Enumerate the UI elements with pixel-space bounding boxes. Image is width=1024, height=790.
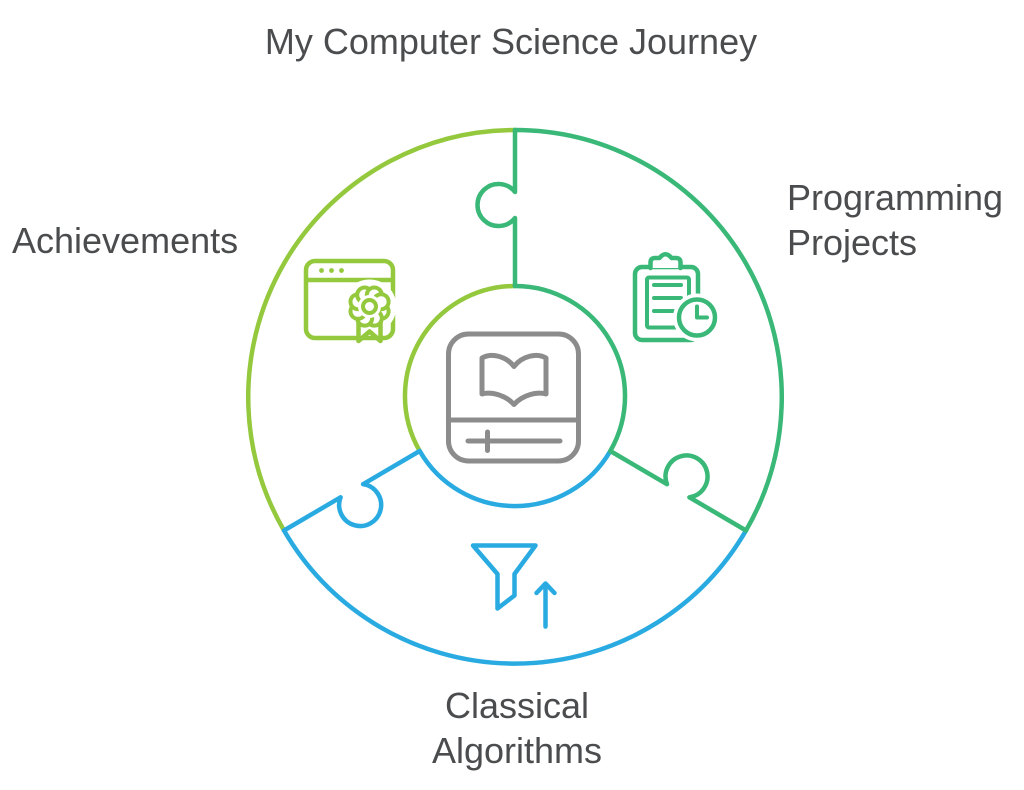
achievements-outer-arc xyxy=(246,127,518,533)
svg-text:Classical: Classical xyxy=(445,685,589,726)
funnel-up-arrow-icon xyxy=(470,543,557,629)
achievements-inner-arc xyxy=(402,283,518,454)
achievements-label: Achievements xyxy=(12,220,238,261)
algorithms-outer-arc xyxy=(281,528,749,666)
browser-dot-1 xyxy=(319,268,324,273)
puzzle-connector-right xyxy=(608,448,749,533)
svg-text:Programming: Programming xyxy=(787,177,1003,218)
clock-face xyxy=(676,297,718,338)
svg-text:Algorithms: Algorithms xyxy=(432,730,602,771)
rosette-center-ring xyxy=(361,298,378,315)
page-title: My Computer Science Journey xyxy=(265,21,757,62)
book-reader-icon xyxy=(446,331,581,464)
puzzle-connector-top xyxy=(475,127,518,289)
programming-inner-arc xyxy=(512,283,628,454)
inner-ring xyxy=(402,283,628,509)
outer-ring xyxy=(246,127,784,666)
browser-dot-3 xyxy=(339,268,344,273)
puzzle-connector-left xyxy=(281,448,422,533)
clock-hands xyxy=(695,304,709,320)
clipboard-clock-icon xyxy=(632,252,721,343)
programming-projects-label: Programming Projects xyxy=(787,177,1003,263)
clipboard-clip xyxy=(648,252,683,271)
browser-award-icon xyxy=(303,258,397,344)
open-book-glyph xyxy=(479,353,549,407)
funnel-glyph xyxy=(470,543,538,611)
award-rosette xyxy=(348,285,391,328)
classical-algorithms-label: Classical Algorithms xyxy=(432,685,602,771)
browser-dot-2 xyxy=(329,268,334,273)
puzzle-connectors xyxy=(281,127,749,533)
svg-text:Projects: Projects xyxy=(787,222,917,263)
programming-outer-arc xyxy=(512,127,784,533)
up-arrow xyxy=(534,581,557,629)
algorithms-inner-arc xyxy=(417,448,613,509)
